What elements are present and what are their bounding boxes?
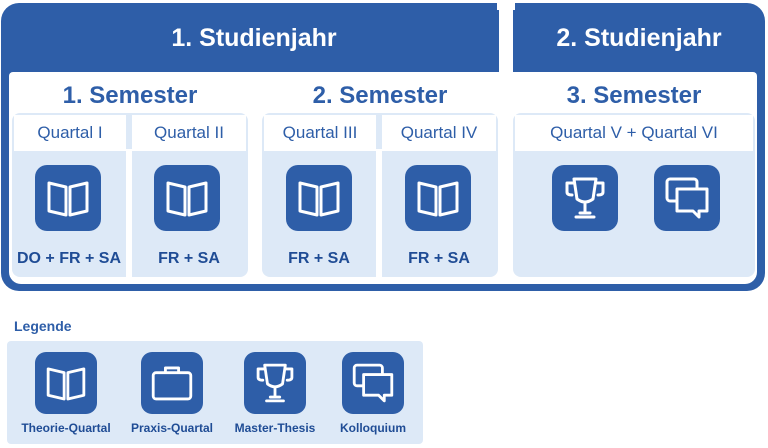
quarter-3-credits: FR + SA	[288, 250, 350, 267]
briefcase-icon	[141, 352, 203, 414]
trophy-icon	[552, 165, 618, 231]
book-icon	[154, 165, 220, 231]
quarter-divider	[126, 149, 132, 277]
year-divider	[499, 3, 513, 73]
quarter-2-label: Quartal II	[132, 115, 246, 151]
quarter-3-label: Quartal III	[264, 115, 376, 151]
year-2-title: 2. Studienjahr	[556, 24, 722, 52]
chat-icon	[342, 352, 404, 414]
quarter-2-credits: FR + SA	[158, 250, 220, 267]
semester-1-title: 1. Semester	[62, 82, 198, 109]
legend-label-theorie: Theorie-Quartal	[21, 421, 111, 435]
legend-label-kolloquium: Kolloquium	[340, 421, 406, 435]
quarter-4-label: Quartal IV	[382, 115, 496, 151]
quarter-5-6-label: Quartal V + Quartal VI	[515, 115, 753, 151]
book-icon	[405, 165, 471, 231]
quarter-4-credits: FR + SA	[408, 250, 470, 267]
book-icon	[35, 165, 101, 231]
legend-label-thesis: Master-Thesis	[234, 421, 316, 435]
quarter-divider	[376, 149, 382, 277]
legend-title: Legende	[14, 318, 72, 334]
book-icon	[35, 352, 97, 414]
trophy-icon	[244, 352, 306, 414]
semester-2-title: 2. Semester	[312, 82, 448, 109]
year-1-title: 1. Studienjahr	[171, 24, 337, 52]
legend-label-praxis: Praxis-Quartal	[130, 421, 214, 435]
year-divider-cap	[497, 0, 515, 10]
quarter-1-credits: DO + FR + SA	[16, 250, 122, 267]
book-icon	[286, 165, 352, 231]
chat-icon	[654, 165, 720, 231]
semester-3-title: 3. Semester	[566, 82, 702, 109]
quarter-1-label: Quartal I	[14, 115, 126, 151]
